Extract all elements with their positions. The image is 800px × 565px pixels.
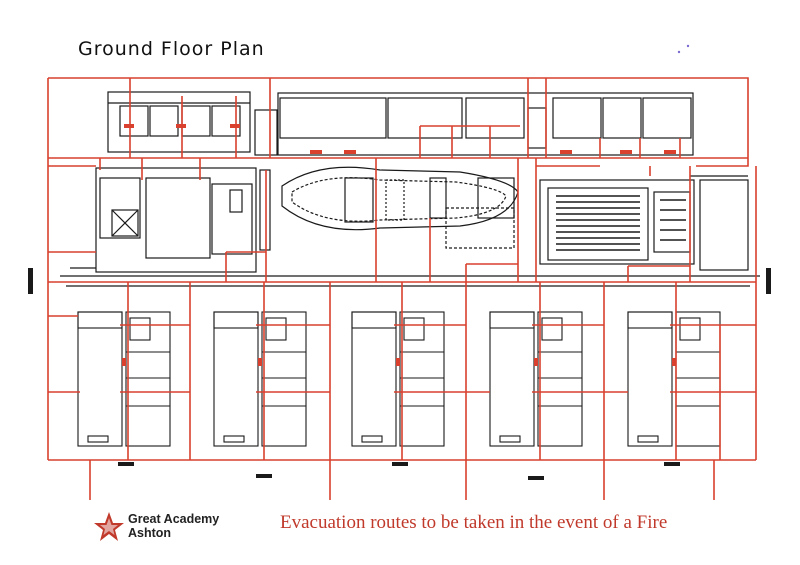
- school-logo: Great Academy Ashton: [90, 508, 226, 544]
- evacuation-caption: Evacuation routes to be taken in the eve…: [280, 512, 668, 533]
- decorative-dots: [677, 44, 690, 54]
- door-markers: [122, 124, 676, 366]
- star-logo-icon: [94, 512, 124, 541]
- wing-1: [77, 311, 171, 447]
- building-walls: [60, 91, 760, 287]
- logo-line-1: Great Academy: [128, 512, 220, 526]
- wing-4: [489, 311, 583, 447]
- logo-line-2: Ashton: [128, 526, 172, 540]
- classroom-wings: [77, 311, 721, 447]
- exit-markers: [28, 268, 771, 480]
- evacuation-routes: [47, 77, 757, 500]
- wing-3: [351, 311, 445, 447]
- auditorium-seating: [556, 195, 686, 251]
- wing-2: [213, 311, 307, 447]
- wing-5: [627, 311, 721, 447]
- page-title: Ground Floor Plan: [78, 38, 265, 60]
